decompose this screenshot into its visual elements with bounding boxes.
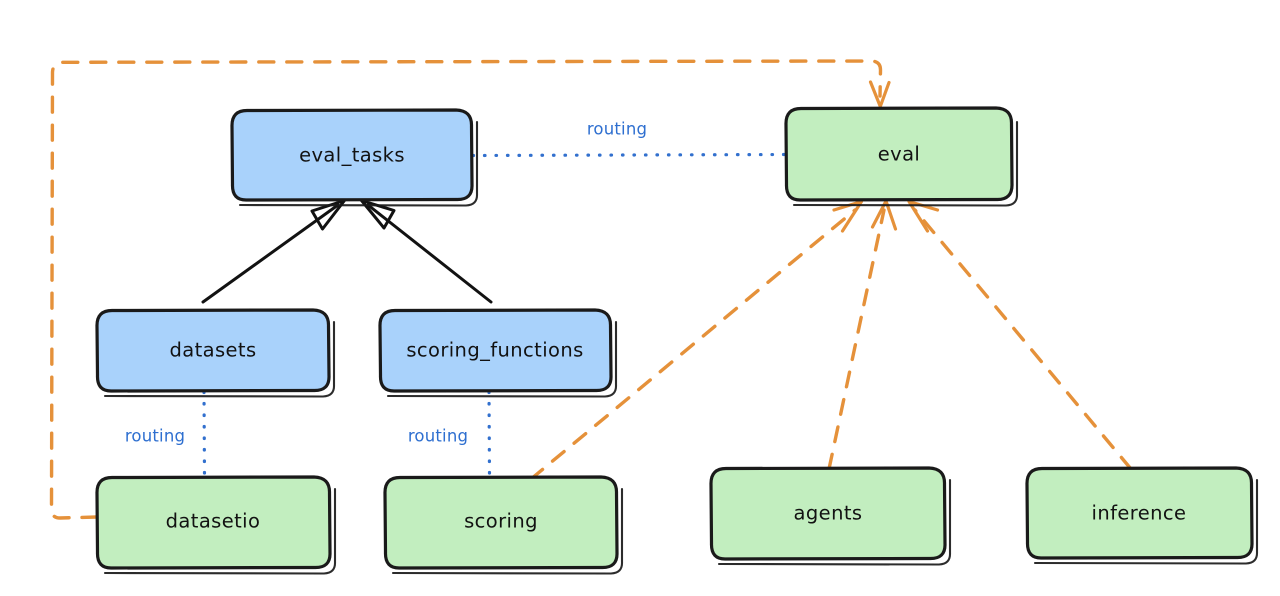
edge-scoring_functions-scoring-line: [487, 390, 492, 478]
edge-scoring-eval-line: [529, 208, 857, 481]
edge-agents-eval-line: [827, 208, 886, 471]
edge-datasetio-eval: [49, 59, 891, 520]
node-datasetio[interactable]: datasetio: [95, 475, 337, 575]
node-scoring-functions-label: scoring_functions: [406, 339, 583, 362]
node-scoring-functions-outline: [378, 308, 613, 393]
edge-datasets-datasetio-line: [202, 390, 207, 478]
node-eval-label: eval: [878, 143, 921, 166]
node-eval[interactable]: eval: [784, 106, 1019, 207]
edge-eval_tasks-eval: [471, 152, 787, 158]
node-scoring-functions[interactable]: scoring_functions: [378, 308, 618, 398]
edge-datasets-eval_tasks: [201, 199, 346, 304]
edge-scoring_functions-scoring: [487, 390, 492, 478]
node-datasets-shadow: [103, 320, 336, 398]
edge-scoring-eval: [529, 199, 864, 481]
node-agents-shadow: [717, 478, 952, 566]
node-inference[interactable]: inference: [1025, 466, 1259, 565]
node-datasetio-outline: [95, 475, 332, 570]
edge-inference-eval: [907, 199, 1133, 471]
node-eval-tasks-label: eval_tasks: [299, 144, 405, 167]
edge-agents-eval: [827, 199, 898, 471]
edge-eval_tasks-eval-line: [471, 152, 787, 158]
node-inference-outline: [1025, 466, 1254, 560]
edge-datasetio-eval-line: [49, 59, 883, 520]
edge-scoring_functions-eval_tasks-line: [366, 203, 493, 304]
edge-layer: [49, 59, 1133, 520]
node-agents-outline: [709, 466, 947, 561]
node-inference-label: inference: [1092, 502, 1187, 525]
edge-label-routing-eval-tasks-eval: routing: [587, 120, 647, 139]
edge-datasets-eval_tasks-line: [201, 203, 340, 304]
edge-scoring-eval-arrowhead: [832, 199, 864, 233]
edge-label-routing-datasets-datasetio: routing: [125, 427, 185, 446]
node-eval-tasks[interactable]: eval_tasks: [230, 108, 479, 207]
node-scoring-label: scoring: [464, 510, 538, 533]
node-datasets-outline: [95, 308, 331, 393]
node-eval-tasks-shadow: [238, 120, 479, 207]
edge-datasetio-eval-arrowhead: [868, 80, 891, 109]
edge-inference-eval-arrowhead: [907, 199, 940, 233]
edge-inference-eval-line: [913, 208, 1133, 471]
node-scoring-outline: [383, 475, 619, 570]
edge-label-layer: routing routing routing: [125, 120, 647, 446]
edge-datasets-datasetio: [202, 390, 207, 478]
edge-scoring_functions-eval_tasks: [360, 199, 493, 304]
node-agents-label: agents: [794, 502, 863, 525]
node-scoring[interactable]: scoring: [383, 475, 624, 575]
node-datasets-label: datasets: [169, 339, 256, 362]
node-scoring-shadow: [391, 487, 624, 575]
node-eval-shadow: [792, 120, 1019, 207]
node-eval-outline: [784, 106, 1014, 202]
node-agents[interactable]: agents: [709, 466, 952, 566]
node-scoring-functions-shadow: [386, 320, 618, 398]
node-datasetio-label: datasetio: [166, 510, 261, 533]
node-datasetio-shadow: [103, 487, 337, 575]
node-inference-shadow: [1033, 478, 1259, 565]
node-datasets[interactable]: datasets: [95, 308, 336, 398]
edge-label-routing-scoring-functions-scoring: routing: [408, 427, 468, 446]
node-eval-tasks-outline: [230, 108, 474, 202]
